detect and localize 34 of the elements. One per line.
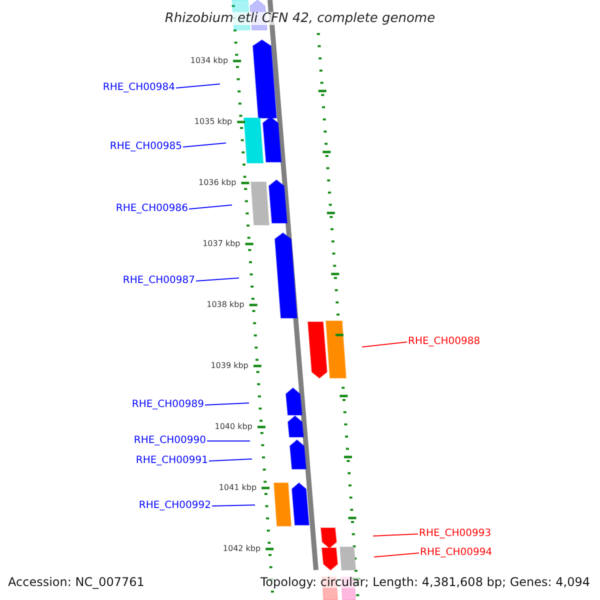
leader-line [208,458,252,462]
gene-label: RHE_CH00986 [116,204,188,214]
scale-label: 1038 kbp [206,301,244,309]
scale-label: 1037 kbp [202,240,240,248]
gene-label: RHE_CH00994 [420,548,492,558]
scale-label: 1035 kbp [194,118,232,126]
gene-label: RHE_CH00989 [132,400,204,410]
leader-line [188,204,232,210]
scale-label: 1042 kbp [222,545,261,553]
scale-label: 1036 kbp [198,179,236,187]
leader-line [372,534,418,536]
leader-line [362,342,408,348]
gene-label: RHE_CH00993 [419,529,492,539]
scale-label: 1040 kbp [214,423,252,431]
scale-label: 1034 kbp [190,57,228,65]
gene-label: RHE_CH00988 [408,337,480,347]
gene-label: RHE_CH00985 [110,142,182,152]
leader-line [206,440,250,442]
genome-info-text: Topology: circular; Length: 4,381,608 bp; Genes: 4,094 [260,576,590,588]
scale-label: 1039 kbp [210,362,248,370]
gene-label: RHE_CH00992 [138,501,211,511]
leader-line [196,278,240,282]
leader-line [204,402,250,406]
accession-text: Accession: NC_007761 [8,576,144,588]
gene-label: RHE_CH00991 [136,456,208,466]
title-text: Rhizobium etli CFN 42, complete genome [164,12,436,24]
scale-label: 1041 kbp [218,484,257,492]
leader-line [182,142,226,148]
leader-line [176,84,220,88]
gene-label: RHE_CH00984 [102,83,175,93]
gene-label: RHE_CH00990 [134,436,206,446]
leader-line [374,552,420,558]
gene-label: RHE_CH00987 [122,276,195,286]
leader-line [212,504,256,506]
